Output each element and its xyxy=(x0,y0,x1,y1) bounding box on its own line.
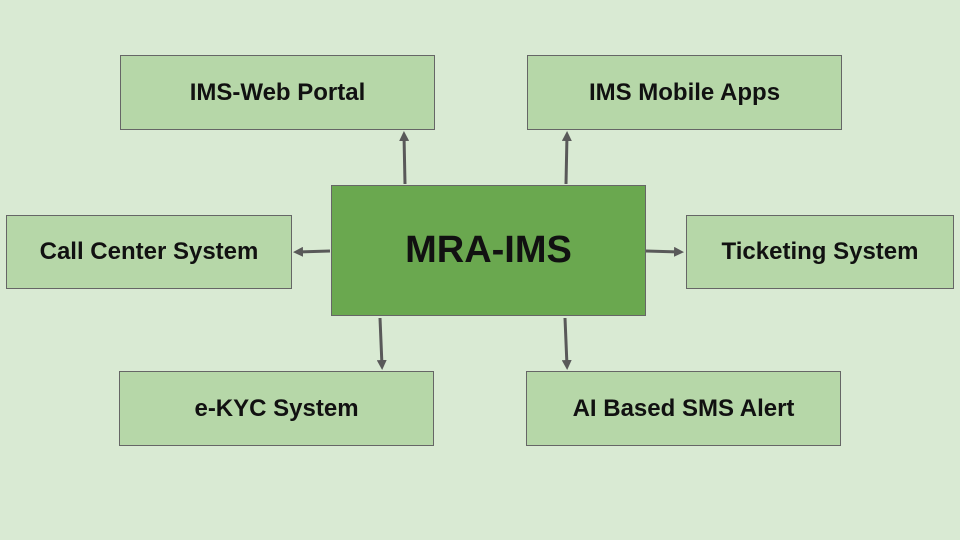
arrow-to-ticketing xyxy=(645,246,684,257)
node-center-mra-ims: MRA-IMS xyxy=(331,185,646,316)
node-ticketing-label: Ticketing System xyxy=(721,238,919,265)
arrow-to-ekyc xyxy=(376,317,387,370)
arrow-to-sms-alert xyxy=(561,317,572,370)
arrow-to-mobile-apps xyxy=(561,131,572,185)
arrow-to-call-center xyxy=(293,246,331,257)
node-web-portal-label: IMS-Web Portal xyxy=(189,78,366,106)
node-center-label: MRA-IMS xyxy=(405,229,572,271)
node-mobile-apps: IMS Mobile Apps xyxy=(527,55,842,130)
node-call-center-label: Call Center System xyxy=(39,238,259,265)
node-sms-alert-label: AI Based SMS Alert xyxy=(572,394,795,422)
node-ticketing: Ticketing System xyxy=(686,215,954,289)
node-call-center: Call Center System xyxy=(6,215,292,289)
arrow-to-web-portal xyxy=(399,131,410,185)
node-mobile-apps-label: IMS Mobile Apps xyxy=(588,78,781,106)
node-sms-alert: AI Based SMS Alert xyxy=(526,371,841,446)
node-ekyc-label: e-KYC System xyxy=(194,394,359,422)
node-web-portal: IMS-Web Portal xyxy=(120,55,435,130)
node-ekyc: e-KYC System xyxy=(119,371,434,446)
